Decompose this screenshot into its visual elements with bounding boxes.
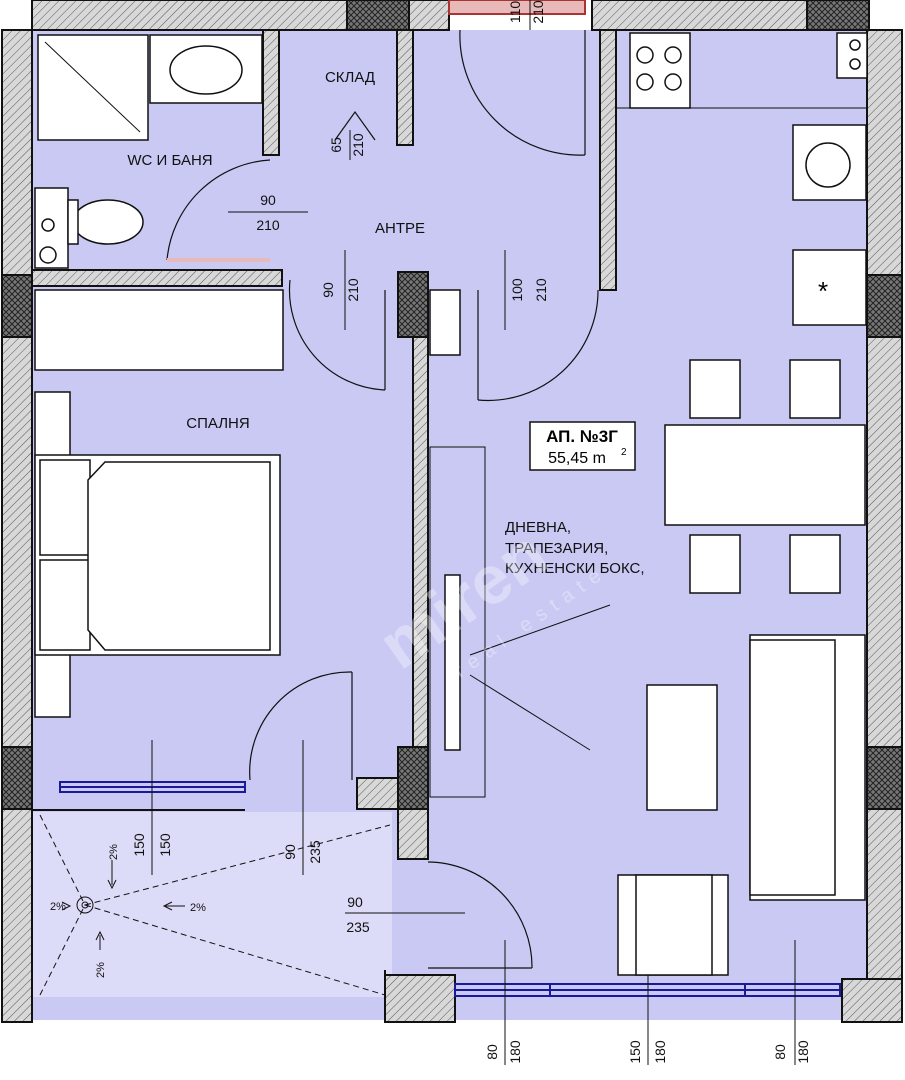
bedroom-door-height: 210: [345, 278, 361, 302]
storage-door-height: 210: [350, 133, 366, 157]
terrace-bed-door-height: 235: [307, 840, 323, 864]
label-storage: СКЛАД: [325, 69, 375, 86]
tv: [444, 574, 461, 751]
stove: [629, 32, 691, 109]
tv-unit: [429, 446, 486, 798]
terrace-drain: [39, 814, 391, 996]
apartment-badge: АП. №3Г 55,45 m 2: [529, 421, 636, 471]
dining-table: [664, 424, 866, 526]
wardrobe: [34, 289, 284, 371]
fridge: [792, 249, 867, 326]
apartment-area: 55,45 m: [548, 450, 606, 467]
slope-top: 2%: [108, 844, 120, 860]
sink: [169, 45, 243, 95]
fridge-symbol: *: [818, 276, 828, 306]
bed-window-width: 150: [131, 833, 147, 857]
bath-door-width: 90: [260, 192, 276, 208]
bottom-window-2-width: 150: [627, 1040, 643, 1064]
terrace-liv-door-height: 235: [346, 919, 370, 935]
coffee-table: [646, 684, 718, 811]
bottom-window-3-height: 180: [795, 1040, 811, 1064]
walls: [1, 0, 903, 1023]
slope-bottom: 2%: [95, 962, 107, 978]
kitchen-plug: [836, 32, 868, 79]
living-door-height: 210: [533, 278, 549, 302]
chair: [689, 359, 741, 419]
storage-door-width: 65: [328, 137, 344, 153]
entrance-door-height: 210: [530, 0, 546, 24]
entrance-door-width: 110: [507, 1, 523, 24]
column-detail: [429, 289, 461, 356]
label-living-2: ТРАПЕЗАРИЯ,: [505, 540, 608, 557]
toilet: [72, 199, 144, 245]
terrace-liv-door-width: 90: [347, 894, 363, 910]
slope-left: 2%: [50, 901, 66, 913]
chair: [789, 534, 841, 594]
apartment-name: АП. №3Г: [546, 427, 618, 446]
doors: [166, 29, 599, 969]
label-hall: АНТРЕ: [375, 220, 425, 237]
dimension-lines: [151, 0, 796, 1065]
fixtures: [34, 32, 868, 976]
chair: [689, 534, 741, 594]
bed-window-height: 150: [157, 833, 173, 857]
bath-door-height: 210: [256, 217, 280, 233]
terrace-floor: [32, 812, 392, 997]
label-bedroom: СПАЛНЯ: [186, 415, 249, 432]
bottom-window-1-height: 180: [507, 1040, 523, 1064]
living-door-width: 100: [509, 278, 525, 302]
label-bathroom: WC И БАНЯ: [127, 152, 212, 169]
bottom-window-2-height: 180: [652, 1040, 668, 1064]
bedroom-door-width: 90: [320, 282, 336, 298]
terrace-bed-door-width: 90: [282, 844, 298, 860]
label-living-1: ДНЕВНА,: [505, 519, 571, 536]
bottom-window-1-width: 80: [484, 1044, 500, 1060]
label-living-3: КУХНЕНСКИ БОКС,: [505, 560, 645, 577]
slope-right: 2%: [190, 902, 206, 914]
bottom-window-3-width: 80: [772, 1044, 788, 1060]
chair: [789, 359, 841, 419]
apartment-area-unit-power: 2: [621, 447, 627, 458]
